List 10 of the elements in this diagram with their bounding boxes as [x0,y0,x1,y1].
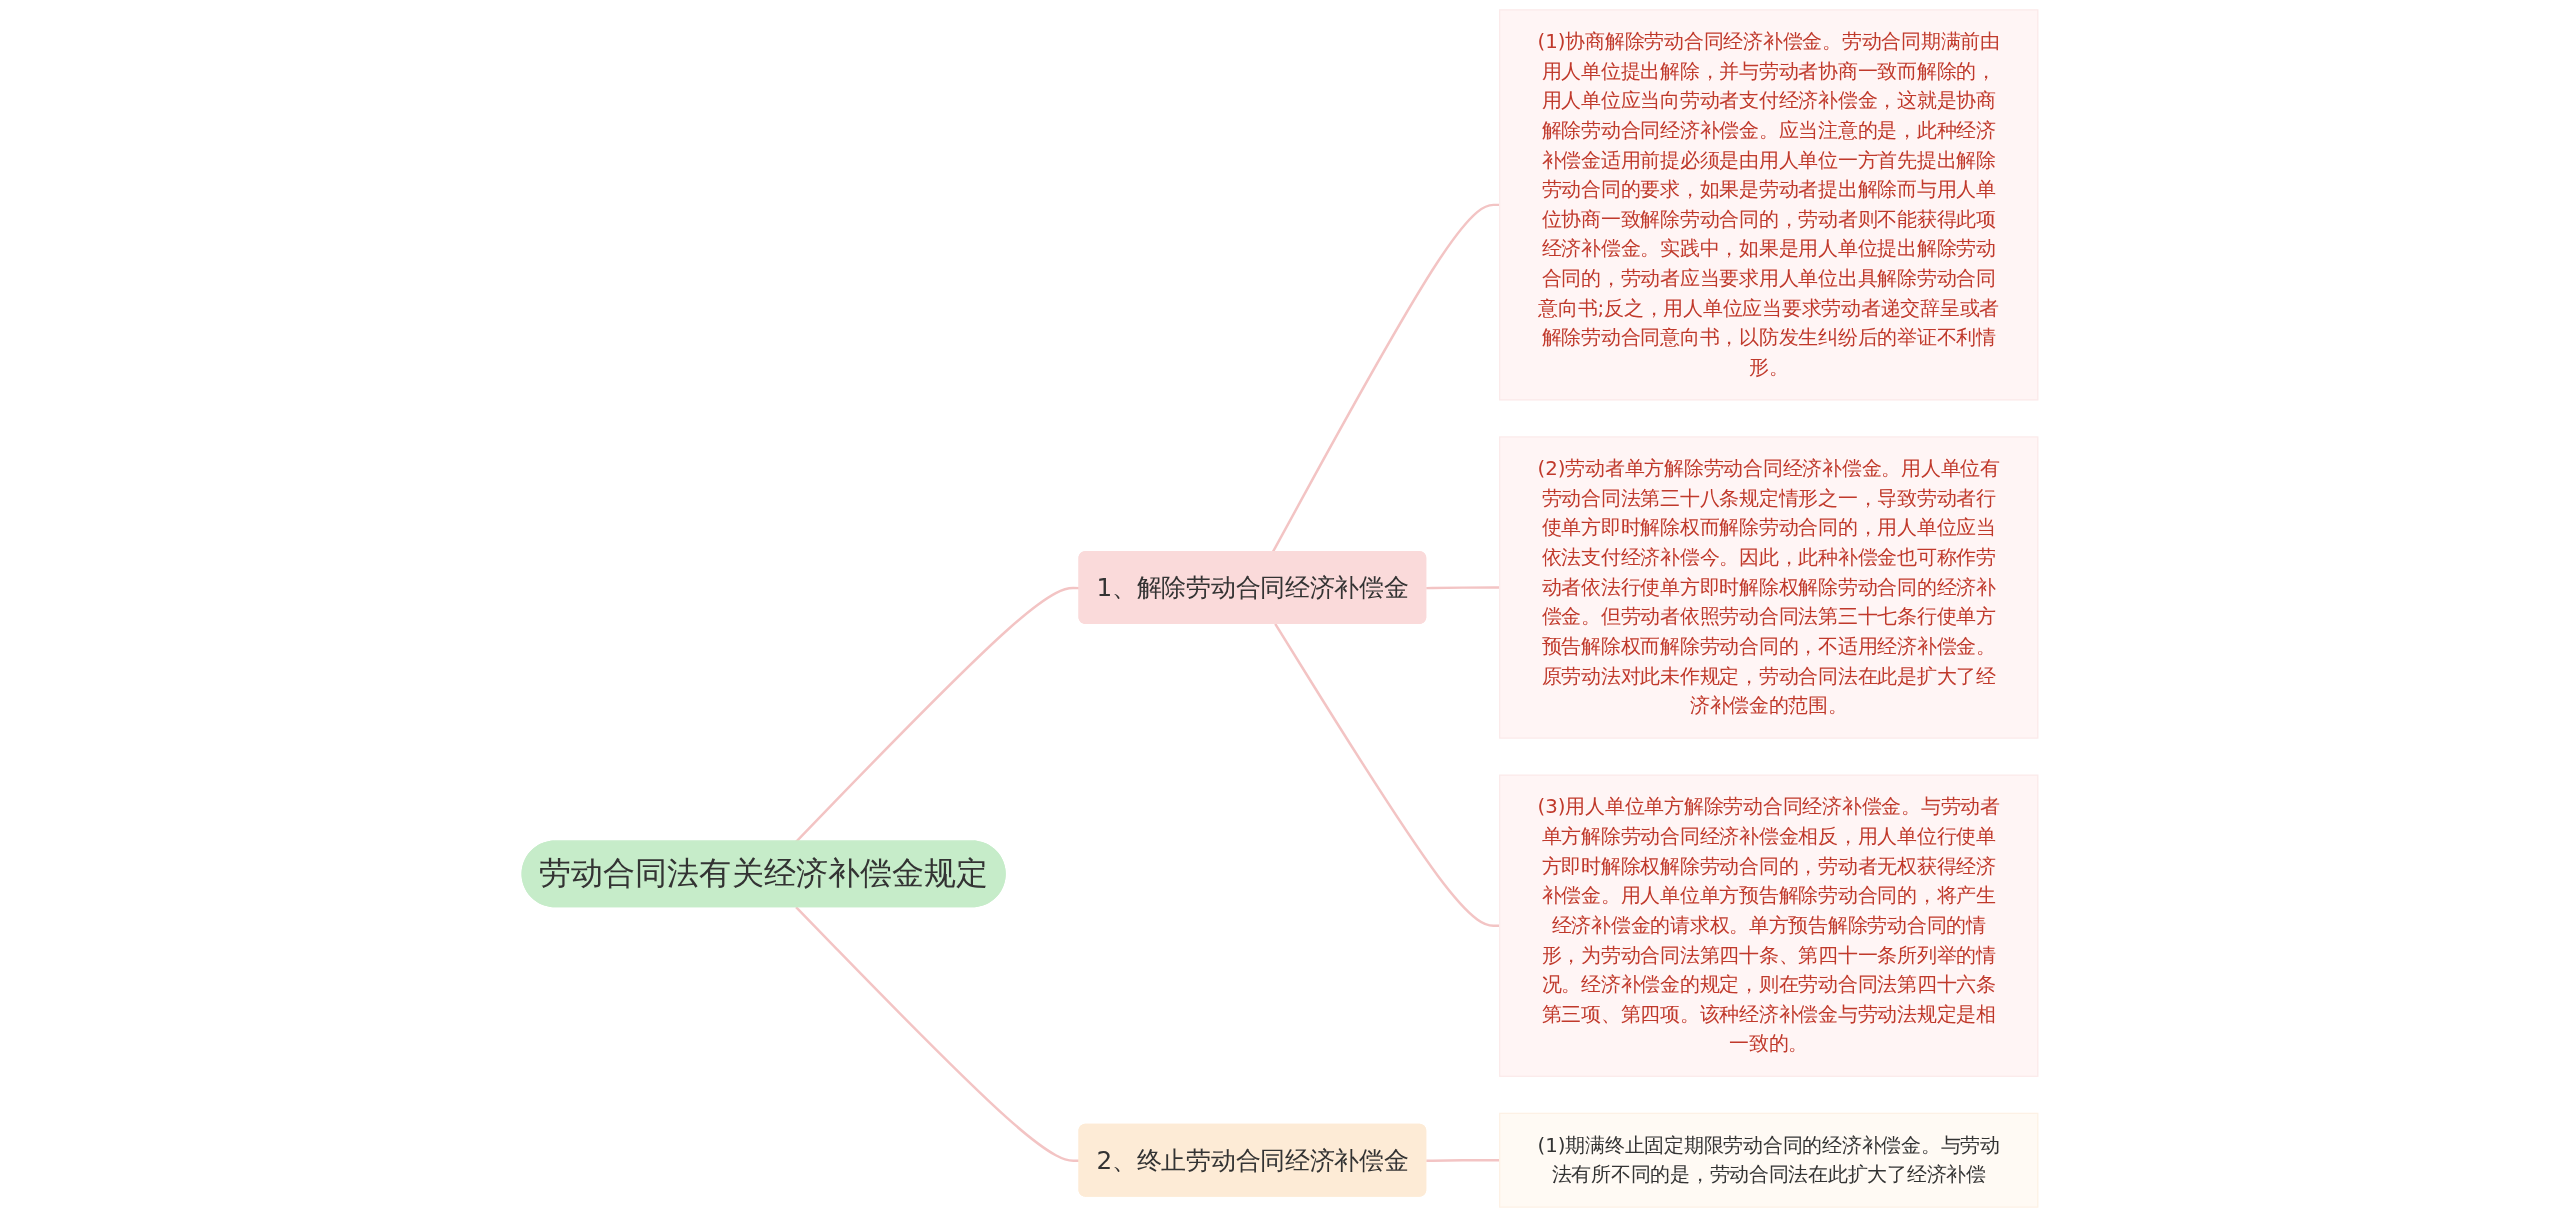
node-box: (3)用人单位单方解除劳动合同经济补偿金。与劳动者单方解除劳动合同经济补偿金相反，用人单位行使单方即时解除权解除劳动合同的，劳动者无权获得经济补偿金。用人单位单方预告解除劳动合同的，将产生经济补偿金的请求权。单方预告解除劳动合同的情形，为劳动合同法第四十条、第四十一条所列举的情况。经济补偿金的规定，则在劳动合同法第四十六条第三项、第四项。该种经济补偿金与劳动法规定是相一致的。 [1499,774,2039,1077]
connector [1426,586,1500,590]
connector [1274,623,1500,927]
connector [1271,203,1500,553]
node-box: (1)期满终止固定期限劳动合同的经济补偿金。与劳动法有所不同的是，劳动合同法在此扩大了经济补偿 [1499,1112,2039,1208]
node-box: (2)劳动者单方解除劳动合同经济补偿金。用人单位有劳动合同法第三十八条规定情形之一，导致劳动者行使单方即时解除权而解除劳动合同的，用人单位应当依法支付经济补偿今。因此，此种补偿金也可称作劳动者依法行使单方即时解除权解除劳动合同的经济补偿金。但劳动者依照劳动合同法第三十七条行使单方预告解除权而解除劳动合同的，不适用经济补偿金。原劳动法对此未作规定，劳动合同法在此是扩大了经济补偿金的范围。 [1499,436,2039,739]
connector [795,586,1080,843]
connector [795,906,1080,1163]
node-box: (1)协商解除劳动合同经济补偿金。劳动合同期满前由用人单位提出解除，并与劳动者协商一致而解除的，用人单位应当向劳动者支付经济补偿金，这就是协商解除劳动合同经济补偿金。应当注意的是，此种经济补偿金适用前提必须是由用人单位一方首先提出解除劳动合同的要求，如果是劳动者提出解除而与用人单位协商一致解除劳动合同的，劳动者则不能获得此项经济补偿金。实践中，如果是用人单位提出解除劳动合同的，劳动者应当要求用人单位出具解除劳动合同意向书;反之，用人单位应当要求劳动者递交辞呈或者解除劳动合同意向书，以防发生纠纷后的举证不利情形。 [1499,9,2039,401]
connector [1426,1159,1500,1163]
